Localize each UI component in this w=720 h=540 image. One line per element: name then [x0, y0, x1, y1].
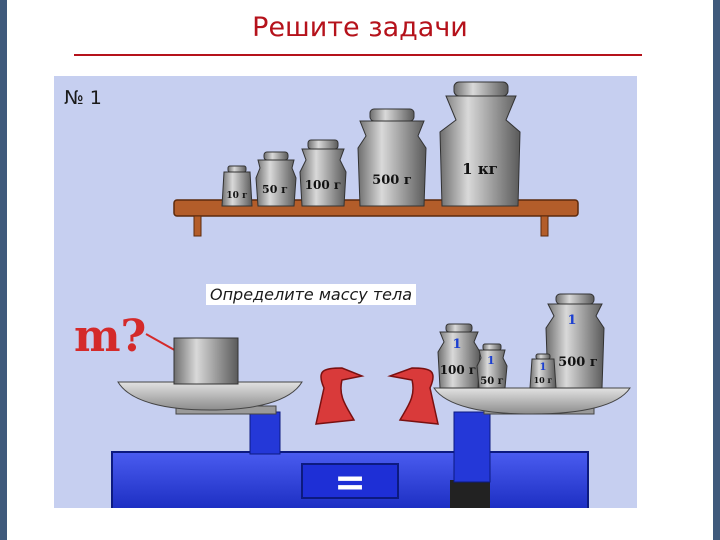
- balance-display: [301, 463, 399, 499]
- balance-display-sign: =: [334, 460, 366, 504]
- right-pointer: [387, 367, 439, 425]
- pan-weight-100g-count: 1: [452, 337, 461, 352]
- pan-weight-100g: 1 100 г: [437, 323, 481, 389]
- weight-50g: 50 г: [255, 151, 297, 207]
- balance-illustration: 10 г 50 г 100 г 500 г 1 кг m?: [74, 81, 631, 508]
- right-pan: [433, 387, 631, 415]
- pan-weight-50g-count: 1: [487, 354, 495, 367]
- left-pointer: [315, 367, 365, 425]
- unknown-body: [173, 337, 239, 385]
- left-column: [249, 411, 281, 455]
- weight-1kg-label: 1 кг: [462, 160, 498, 178]
- problem-number: № 1: [64, 87, 102, 109]
- slide-title: Решите задачи: [252, 12, 468, 43]
- pan-weight-500g-count: 1: [567, 313, 576, 328]
- weight-100g: 100 г: [299, 139, 347, 207]
- weight-10g-label: 10 г: [226, 191, 247, 201]
- right-column: [453, 411, 491, 483]
- weight-10g: 10 г: [221, 165, 253, 207]
- question-text: Определите массу тела: [206, 284, 417, 305]
- illustration-panel: 10 г 50 г 100 г 500 г 1 кг m?: [54, 76, 637, 508]
- weight-50g-label: 50 г: [262, 183, 288, 196]
- pan-weight-10g: 1 10 г: [529, 353, 557, 389]
- pan-weight-10g-count: 1: [540, 362, 547, 373]
- pan-weight-500g-label: 500 г: [558, 355, 598, 370]
- title-underline: [74, 54, 642, 56]
- weight-1kg: 1 кг: [439, 81, 521, 207]
- pan-weight-50g-label: 50 г: [480, 376, 504, 387]
- pan-weight-500g: 1 500 г: [545, 293, 605, 389]
- weight-500g-label: 500 г: [372, 173, 412, 188]
- balance-base: =: [111, 451, 589, 508]
- weight-100g-label: 100 г: [305, 178, 342, 192]
- unknown-mass-label: m?: [74, 311, 146, 362]
- weight-500g: 500 г: [357, 108, 427, 207]
- pan-weight-50g: 1 50 г: [476, 343, 508, 389]
- pan-weight-10g-label: 10 г: [534, 375, 553, 385]
- pan-weight-100g-label: 100 г: [440, 363, 477, 377]
- left-pan: [117, 381, 303, 415]
